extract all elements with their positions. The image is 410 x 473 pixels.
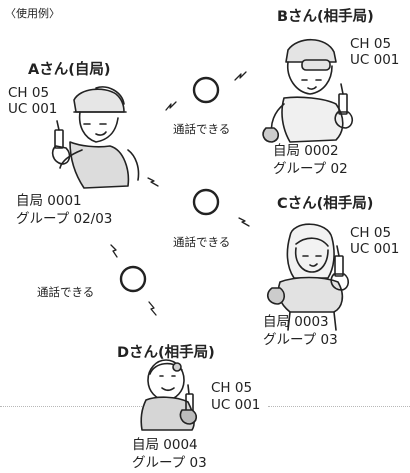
ground-line-right <box>268 406 410 407</box>
station-c-uc: UC 001 <box>350 241 400 257</box>
station-b-uc: UC 001 <box>350 52 400 68</box>
link-ac-label: 通話できる <box>173 235 231 249</box>
station-a-group: グループ 02/03 <box>16 211 113 227</box>
person-a-illustration <box>51 86 140 189</box>
person-b-illustration <box>262 38 354 143</box>
station-b-name: Bさん(相手局) <box>277 9 374 25</box>
radio-wave-bolts <box>110 71 250 316</box>
signal-circle-ab <box>192 76 220 104</box>
station-c-ch: CH 05 <box>350 225 392 241</box>
station-a-name: Aさん(自局) <box>28 62 111 78</box>
link-ad-label: 通話できる <box>37 285 95 299</box>
station-a-self-id: 自局 0001 <box>16 193 82 209</box>
bolt-ad-2 <box>148 301 157 316</box>
station-a-uc: UC 001 <box>8 101 58 117</box>
station-b-self-id: 自局 0002 <box>273 143 339 159</box>
bolt-ac-2 <box>238 217 250 227</box>
station-d-self-id: 自局 0004 <box>132 437 198 453</box>
station-d-uc: UC 001 <box>211 397 261 413</box>
station-d-ch: CH 05 <box>211 380 253 396</box>
diagram-title: 〈使用例〉 <box>5 7 60 20</box>
person-d-illustration <box>140 359 198 431</box>
bolt-ab-1 <box>165 101 177 111</box>
person-c-illustration <box>266 223 350 331</box>
station-d-name: Dさん(相手局) <box>117 345 215 361</box>
station-c-name: Cさん(相手局) <box>277 196 374 212</box>
bolt-ab-2 <box>234 71 247 81</box>
station-c-group: グループ 03 <box>263 332 338 348</box>
bolt-ad-1 <box>110 244 118 258</box>
station-a-ch: CH 05 <box>8 85 50 101</box>
signal-circle-ad <box>119 265 147 293</box>
bolt-ac-1 <box>147 177 159 187</box>
station-d-group: グループ 03 <box>132 455 207 471</box>
station-b-group: グループ 02 <box>273 161 348 177</box>
link-ab-label: 通話できる <box>173 122 231 136</box>
signal-circle-ac <box>192 188 220 216</box>
station-b-ch: CH 05 <box>350 36 392 52</box>
ground-line-left <box>0 406 180 407</box>
station-c-self-id: 自局 0003 <box>263 314 329 330</box>
